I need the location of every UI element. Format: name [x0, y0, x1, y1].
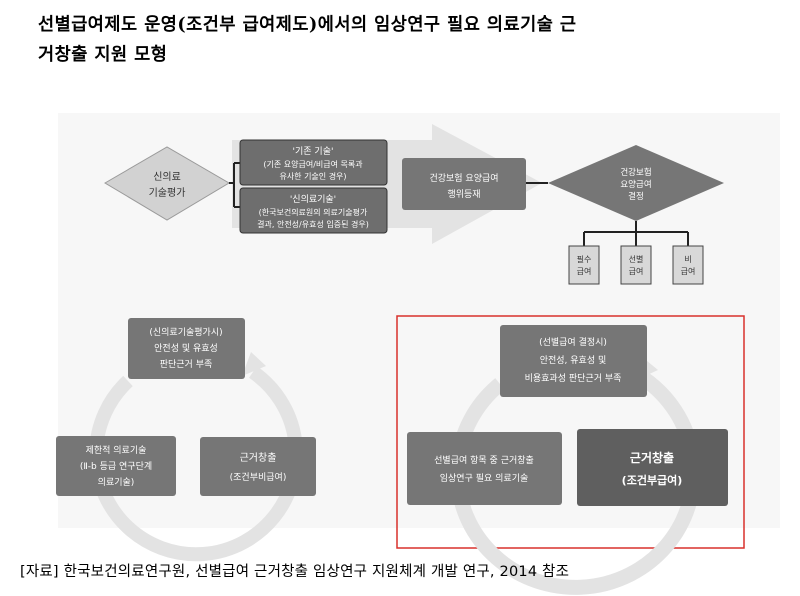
outcome-non-covered-line-1: 비 — [684, 255, 691, 264]
outcome-box-selective — [620, 245, 652, 285]
right-bottom-right-line-2: (조건부급여) — [622, 473, 683, 487]
new-medical-tech-heading: '신의료기술' — [290, 194, 336, 205]
new-medical-tech-box — [239, 187, 388, 234]
decision-line-1: 건강보험 — [620, 167, 651, 178]
new-medical-tech-line-1: (한국보건의료원의 의료기술평가 — [259, 207, 368, 217]
left-top-line-2: 안전성 및 유효성 — [154, 342, 218, 354]
right-top-line-2: 안전성, 유효성 및 — [540, 354, 607, 366]
outcome-required-line-1: 필수 — [577, 254, 592, 264]
left-bottom-right-line-2: (조건부비급여) — [230, 471, 287, 483]
source-note: [자료] 한국보건의료연구원, 선별급여 근거창출 임상연구 지원체계 개발 연… — [20, 564, 570, 580]
right-top-line-3: 비용효과성 판단근거 부족 — [525, 373, 622, 384]
outcome-required-line-2: 급여 — [577, 266, 592, 276]
decision-diamond — [548, 145, 724, 221]
left-cycle-top-box — [128, 318, 245, 379]
left-bottom-left-line-2: (Ⅱ-b 등급 연구단계 — [80, 460, 152, 472]
right-cycle-top-box — [500, 325, 647, 397]
left-top-line-3: 판단근거 부족 — [160, 359, 213, 370]
new-tech-eval-line-2: 기술평가 — [149, 187, 186, 199]
left-cycle-bottom-right-box — [200, 437, 316, 496]
left-cycle-arrowhead — [242, 352, 266, 376]
new-tech-eval-line-1: 신의료 — [153, 171, 181, 183]
right-cycle-bottom-left-box — [407, 432, 562, 505]
insurance-listing-line-2: 행위등재 — [447, 188, 480, 200]
right-cycle-bottom-right-box — [577, 429, 728, 506]
outcome-box-non-covered — [672, 245, 704, 285]
decision-line-2: 요양급여 — [620, 179, 651, 190]
left-bottom-right-line-1: 근거창출 — [240, 452, 277, 464]
title-line-2: 거창출 지원 모형 — [38, 45, 168, 65]
outcome-box-required — [568, 245, 600, 285]
outcome-selective-line-2: 급여 — [629, 266, 644, 276]
page-title: 선별급여제도 운영(조건부 급여제도)에서의 임상연구 필요 의료기술 근 거창… — [38, 10, 788, 70]
right-bottom-left-line-1: 선별급여 항목 중 근거창출 — [434, 454, 534, 466]
outcome-selective-line-1: 선별 — [629, 254, 644, 264]
outcome-non-covered-line-2: 급여 — [681, 266, 696, 276]
existing-tech-heading: '기존 기술' — [293, 146, 334, 157]
insurance-listing-line-1: 건강보험 요양급여 — [429, 172, 498, 184]
new-medical-tech-line-2: 결과, 안전성/유효성 입증된 경우) — [257, 219, 369, 229]
decision-line-3: 결정 — [628, 191, 644, 202]
left-top-line-1: (신의료기술평가시) — [149, 327, 222, 338]
title-line-1: 선별급여제도 운영(조건부 급여제도)에서의 임상연구 필요 의료기술 근 — [38, 15, 577, 35]
existing-tech-line-1: (기존 요양급여/비급여 목록과 — [263, 159, 363, 169]
left-bottom-left-line-3: 의료기술) — [98, 477, 135, 488]
right-top-line-1: (선별급여 결정시) — [539, 336, 607, 348]
right-bottom-right-line-1: 근거창출 — [630, 450, 674, 465]
insurance-listing-box — [402, 158, 526, 210]
left-bottom-left-line-1: 제한적 의료기술 — [86, 444, 147, 456]
right-bottom-left-line-2: 임상연구 필요 의료기술 — [440, 472, 529, 484]
highlight-frame — [396, 315, 745, 549]
left-cycle-bottom-left-box — [56, 436, 176, 496]
existing-tech-box — [239, 139, 388, 186]
existing-tech-line-2: 유사한 기술인 경우) — [279, 171, 346, 181]
